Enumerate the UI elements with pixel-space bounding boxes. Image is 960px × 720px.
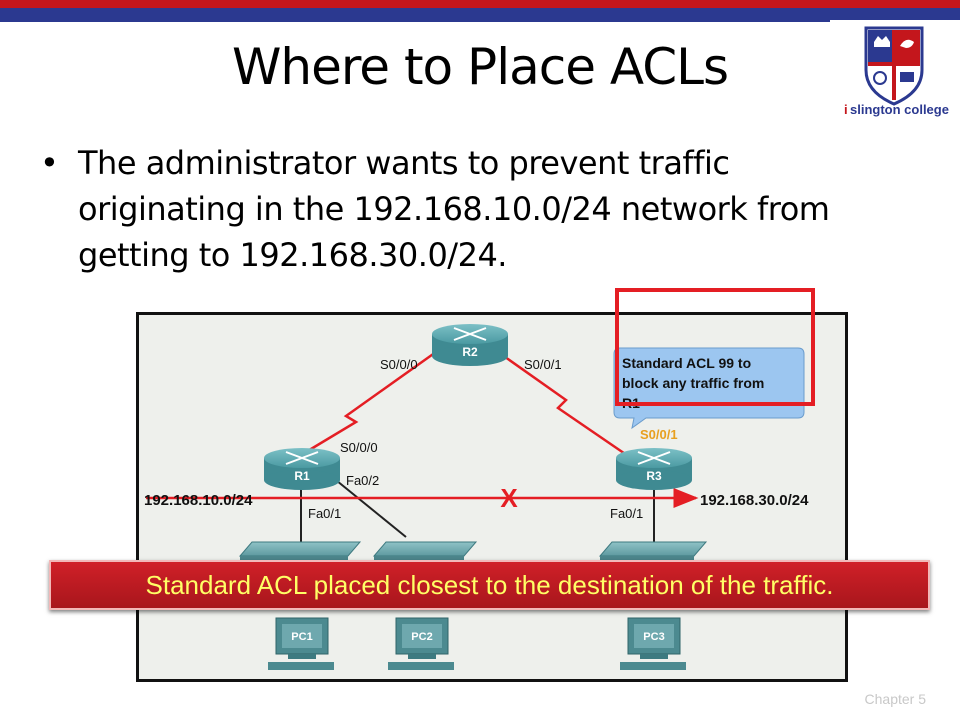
- blocked-x-marker: X: [500, 483, 518, 513]
- network-label-source: 192.168.10.0/24: [144, 492, 253, 509]
- switch-1: [238, 541, 362, 562]
- pc-label-3: PC3: [643, 631, 664, 643]
- pc-1: PC1: [268, 617, 334, 670]
- link-r1-sw2: [325, 471, 407, 538]
- interface-label-r3-s001: S0/0/1: [640, 427, 678, 442]
- switch-2: [372, 541, 478, 562]
- router-r3: R3: [616, 448, 692, 490]
- switch-3: [598, 541, 708, 562]
- chapter-footer: Chapter 5: [864, 691, 926, 707]
- network-label-destination: 192.168.30.0/24: [700, 492, 809, 509]
- gear-icon: [873, 71, 887, 85]
- college-logo: i slington college: [844, 26, 949, 117]
- interface-label-r2-s001: S0/0/1: [524, 357, 562, 372]
- logo-text-prefix: i: [844, 102, 848, 117]
- network-diagram: X R2 R1 R3 S0/0/0 S0/0/1 S0/0/0 Fa0/2 Fa…: [136, 312, 848, 682]
- book-icon: [900, 72, 914, 82]
- callout-line-1: Standard ACL 99 to: [622, 355, 751, 371]
- router-r2: R2: [432, 324, 508, 366]
- top-accent-bar-blue: [0, 8, 960, 20]
- serial-link-r2-r3: [497, 350, 635, 462]
- crown-icon: [874, 36, 890, 47]
- bullet-item: The administrator wants to prevent traff…: [40, 140, 840, 278]
- pc-label-2: PC2: [411, 631, 432, 643]
- acl-callout: Standard ACL 99 to block any traffic fro…: [613, 347, 805, 430]
- interface-label-r2-s000: S0/0/0: [380, 357, 418, 372]
- interface-label-r3-fa01: Fa0/1: [610, 506, 643, 521]
- router-label-r2: R2: [462, 345, 478, 359]
- interface-label-r1-fa01: Fa0/1: [308, 506, 341, 521]
- router-label-r3: R3: [646, 469, 662, 483]
- lion-icon: [900, 39, 914, 48]
- callout-line-2: block any traffic from: [622, 375, 764, 391]
- logo-text: slington college: [850, 102, 949, 117]
- top-accent-bar-red: [0, 0, 960, 8]
- pc-label-1: PC1: [291, 631, 312, 643]
- router-label-r1: R1: [294, 469, 310, 483]
- serial-link-r1-r2: [305, 350, 437, 454]
- pc-3: PC3: [620, 617, 686, 670]
- interface-label-r1-s000: S0/0/0: [340, 440, 378, 455]
- router-r1: R1: [264, 448, 340, 490]
- top-accent-line: [0, 20, 830, 22]
- bullet-list: The administrator wants to prevent traff…: [40, 140, 840, 278]
- slide-title: Where to Place ACLs: [231, 38, 729, 96]
- callout-highlight-box: [615, 288, 815, 406]
- interface-label-r1-fa02: Fa0/2: [346, 473, 379, 488]
- pc-2: PC2: [388, 617, 454, 670]
- acl-placement-banner: Standard ACL placed closest to the desti…: [49, 560, 930, 610]
